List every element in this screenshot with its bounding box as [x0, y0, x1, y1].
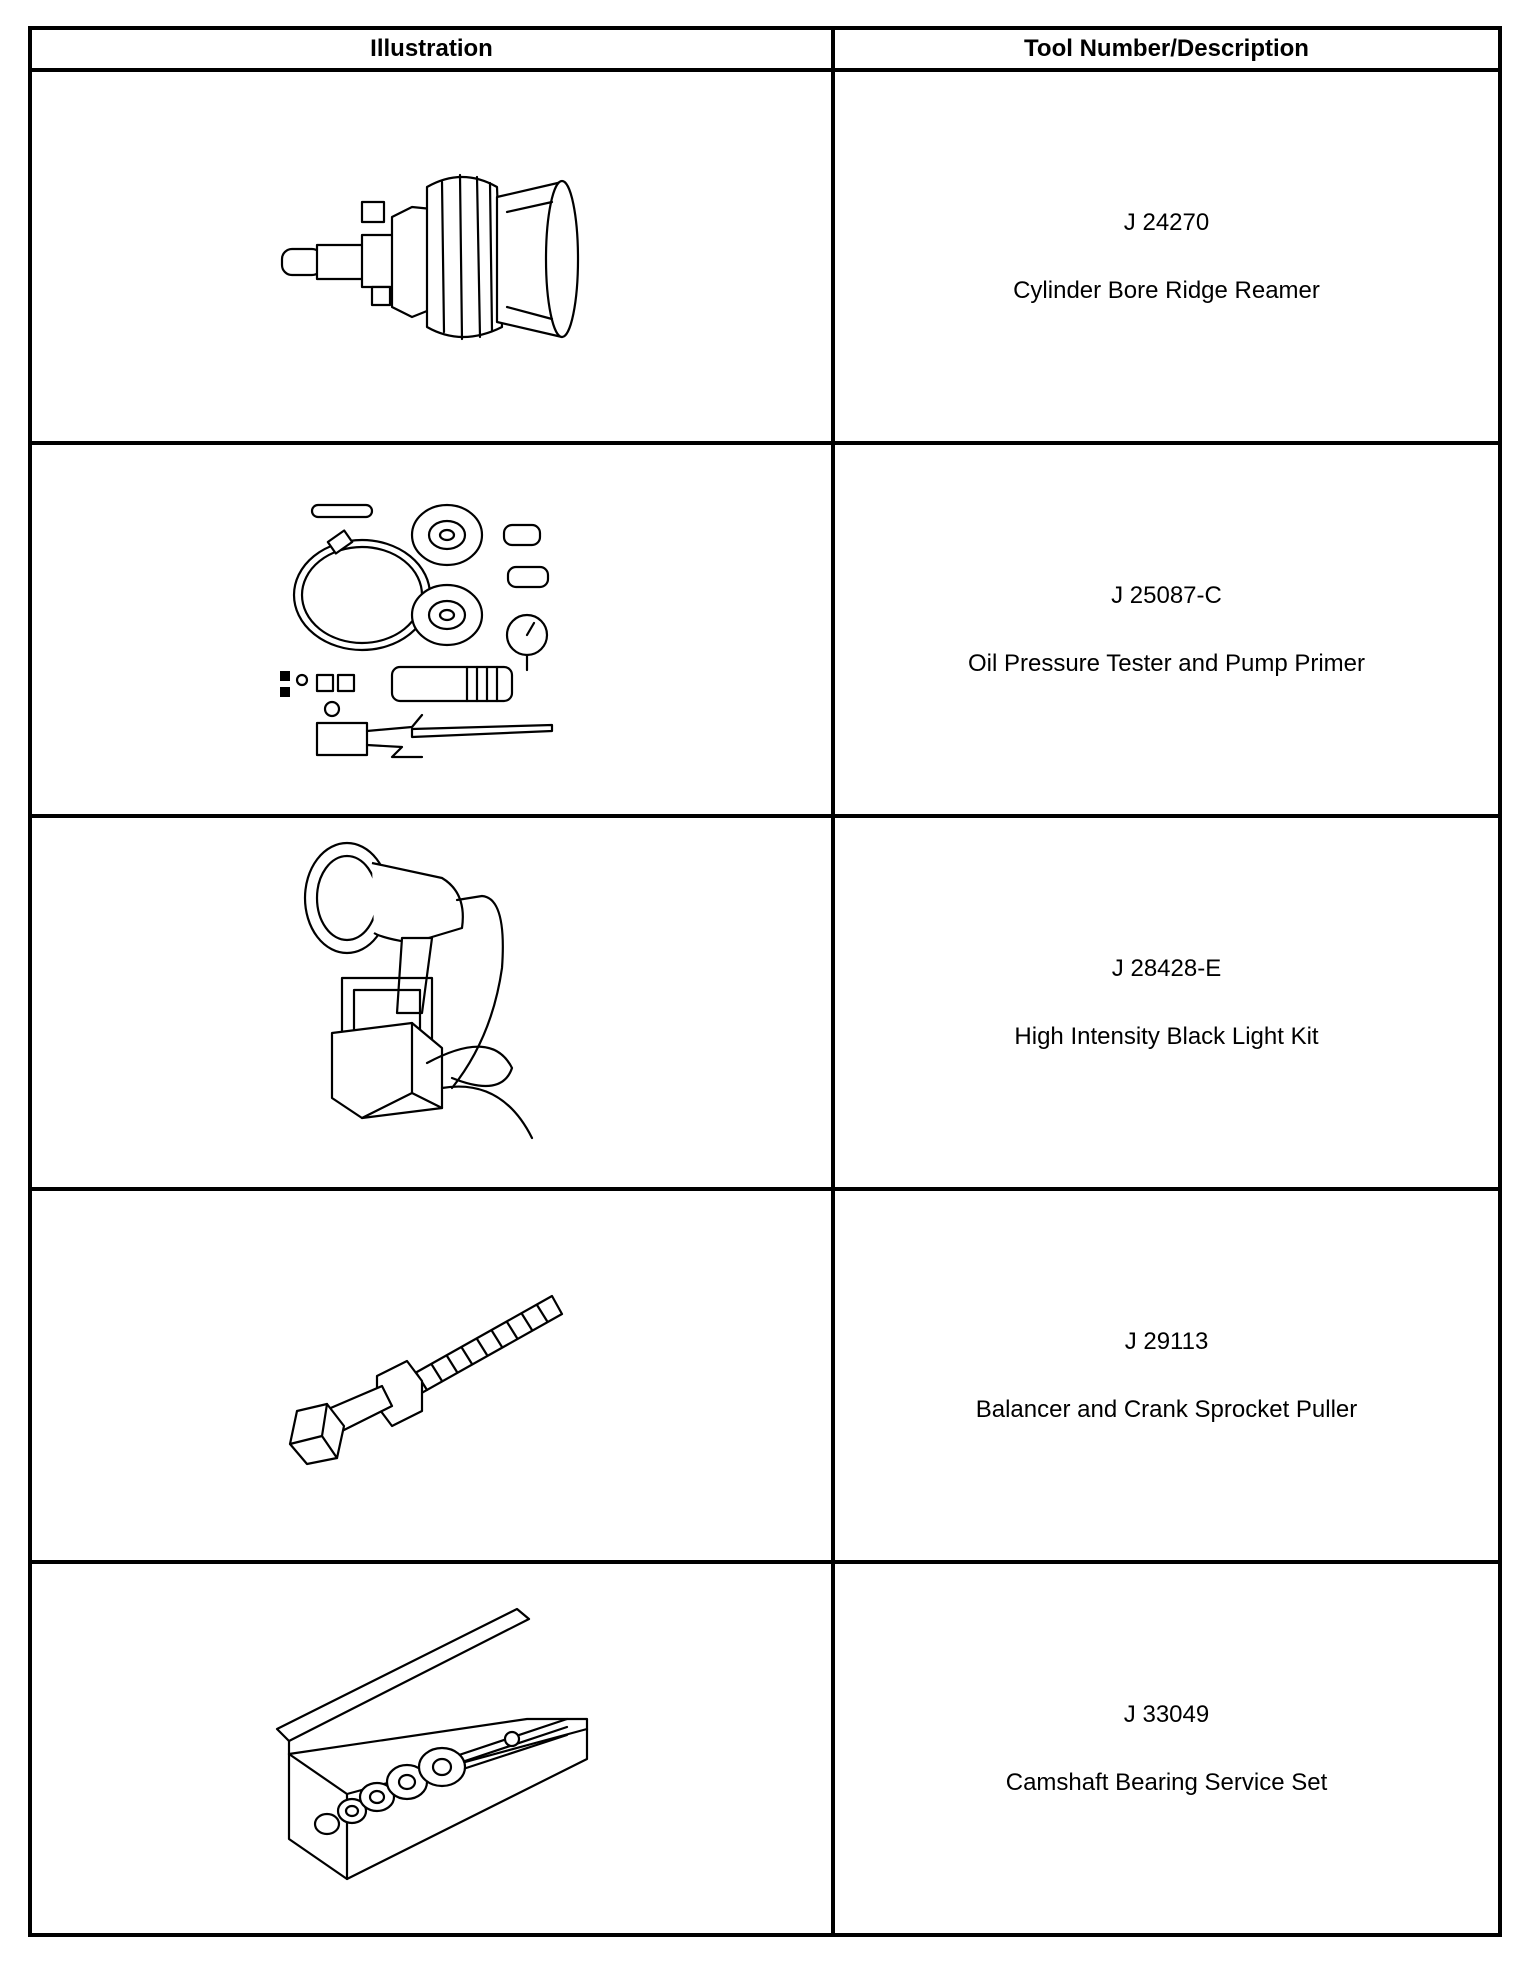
- table-header-row: Illustration Tool Number/Description: [28, 26, 1502, 72]
- tool-description: Oil Pressure Tester and Pump Primer: [967, 649, 1366, 677]
- tool-description: High Intensity Black Light Kit: [1014, 1022, 1319, 1050]
- table-row: J 33049 Camshaft Bearing Service Set: [28, 1560, 1502, 1937]
- tool-info-cell: J 33049 Camshaft Bearing Service Set: [831, 1560, 1502, 1937]
- tool-number: J 24270: [1123, 208, 1210, 236]
- table-row: J 29113 Balancer and Crank Sprocket Pull…: [28, 1187, 1502, 1564]
- oil-pressure-tester-kit-icon: [279, 503, 553, 758]
- tool-info-cell: J 28428-E High Intensity Black Light Kit: [831, 814, 1502, 1191]
- tool-info-cell: J 24270 Cylinder Bore Ridge Reamer: [831, 68, 1502, 445]
- table-row: J 28428-E High Intensity Black Light Kit: [28, 814, 1502, 1191]
- illustration-cell: [28, 441, 835, 818]
- tool-number: J 28428-E: [1111, 954, 1222, 982]
- black-light-kit-icon: [303, 841, 533, 1139]
- table-row: J 24270 Cylinder Bore Ridge Reamer: [28, 68, 1502, 445]
- tool-info-cell: J 25087-C Oil Pressure Tester and Pump P…: [831, 441, 1502, 818]
- tool-number: J 25087-C: [1111, 581, 1222, 609]
- description-column-header: Tool Number/Description: [831, 26, 1502, 72]
- ridge-reamer-icon: [280, 173, 579, 340]
- table-row: J 25087-C Oil Pressure Tester and Pump P…: [28, 441, 1502, 818]
- illustration-cell: [28, 814, 835, 1191]
- tool-number: J 29113: [1124, 1327, 1209, 1355]
- bearing-service-set-case-icon: [275, 1607, 588, 1880]
- tool-description: Camshaft Bearing Service Set: [1005, 1768, 1328, 1796]
- tool-description: Cylinder Bore Ridge Reamer: [1013, 276, 1320, 304]
- tool-number: J 33049: [1123, 1700, 1210, 1728]
- tool-description: Balancer and Crank Sprocket Puller: [975, 1395, 1358, 1423]
- illustration-cell: [28, 1560, 835, 1937]
- illustration-column-header: Illustration: [28, 26, 835, 72]
- illustration-cell: [28, 1187, 835, 1564]
- special-tools-table: Illustration Tool Number/Description: [28, 26, 1502, 1937]
- tool-info-cell: J 29113 Balancer and Crank Sprocket Pull…: [831, 1187, 1502, 1564]
- illustration-cell: [28, 68, 835, 445]
- puller-bolt-icon: [288, 1294, 563, 1465]
